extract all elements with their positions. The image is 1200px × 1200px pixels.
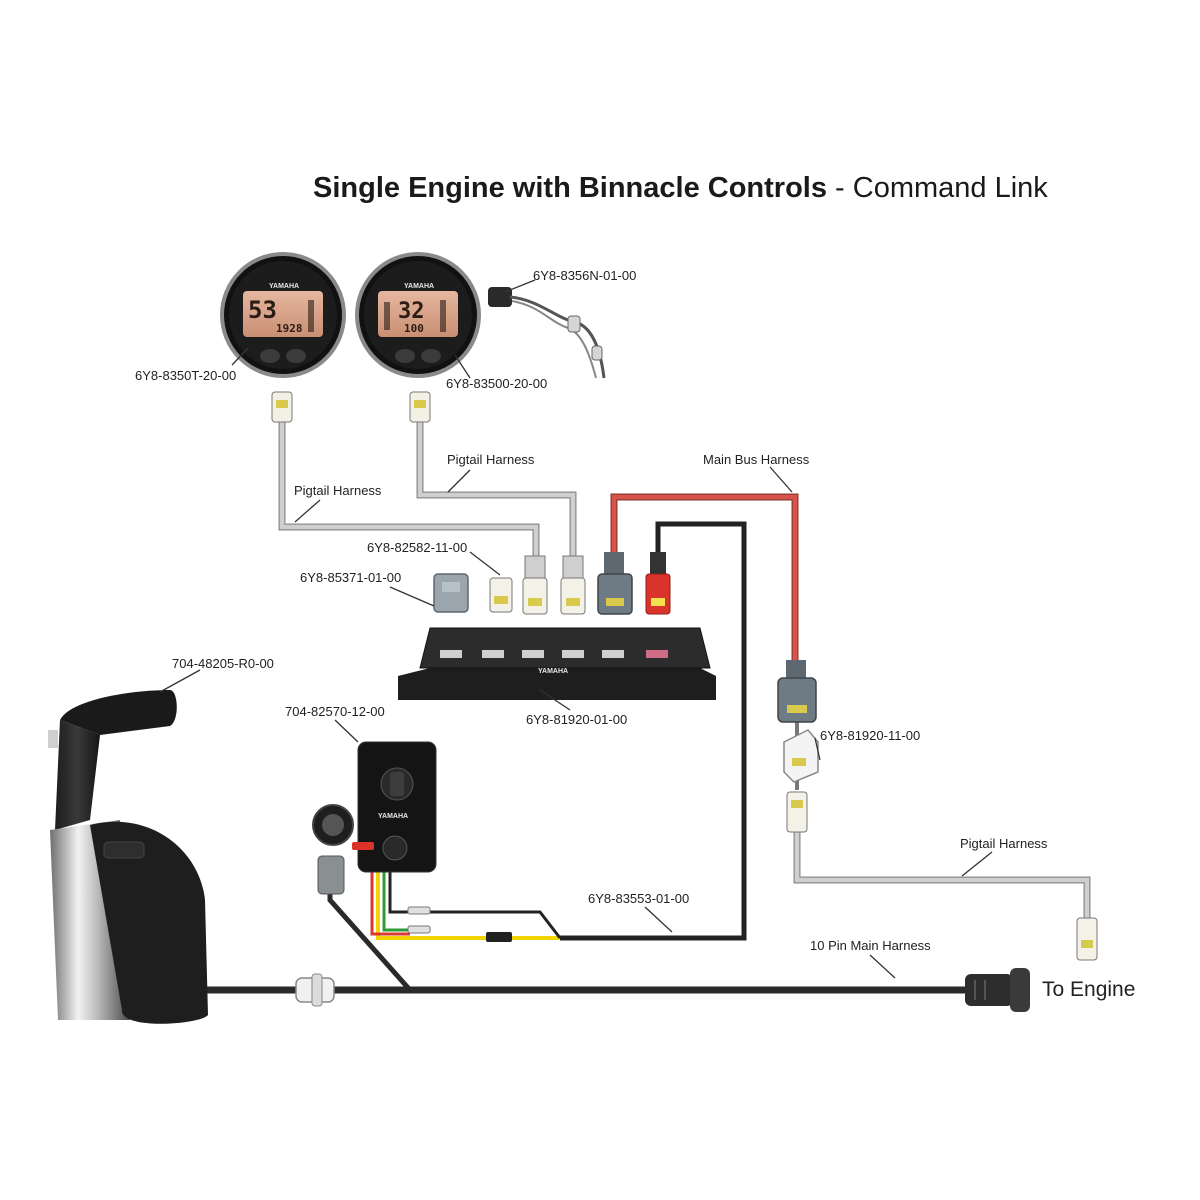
engine-pigtail-plug: [1076, 917, 1098, 961]
main-bus-harness: [610, 493, 799, 660]
gauge-button-right[interactable]: [421, 349, 441, 363]
label-gauge-left: 6Y8-8350T-20-00: [135, 368, 236, 383]
diagram-title: Single Engine with Binnacle Controls - C…: [313, 172, 1048, 204]
gauge-reading-main: 53: [248, 296, 277, 324]
gauge-button-left[interactable]: [395, 349, 415, 363]
label-hub-cap: 6Y8-82582-11-00: [367, 540, 467, 555]
label-fuel-harness: 6Y8-8356N-01-00: [533, 268, 636, 283]
hub-cap: [489, 577, 513, 613]
gauge-reading-main: 32: [398, 299, 425, 324]
label-control-lever: 704-48205-R0-00: [172, 656, 274, 671]
pigtail-harness-middle: [416, 420, 577, 556]
switch-harness-wires: [370, 872, 562, 942]
hub-plug-2: [560, 555, 586, 615]
binnacle-control-lever: [48, 690, 208, 1024]
label-to-engine: To Engine: [1042, 978, 1135, 1001]
label-hub-plug: 6Y8-85371-01-00: [300, 570, 401, 585]
gauge-reading-sub: 100: [404, 322, 424, 335]
gauge-plug-left: [271, 391, 293, 423]
pigtail-harness-left: [278, 420, 540, 556]
gauge-reading-sub: 1928: [276, 322, 303, 335]
label-main-harness: 10 Pin Main Harness: [810, 938, 931, 953]
hub-blank-plug: [433, 573, 469, 613]
label-pigtail-middle: Pigtail Harness: [447, 452, 535, 467]
stop-lanyard-clip[interactable]: [352, 842, 374, 850]
hub: YAMAHA: [398, 627, 716, 700]
label-switch-harness: 6Y8-83553-01-00: [588, 891, 689, 906]
label-gauge-right: 6Y8-83500-20-00: [446, 376, 547, 391]
terminator-cable: [560, 521, 747, 941]
fuel-harness: [488, 287, 606, 379]
hub-bus-connector: [597, 552, 633, 615]
key-switch-connector: [312, 804, 354, 895]
gauge-brand-logo: YAMAHA: [404, 283, 434, 290]
gauge-button-left[interactable]: [260, 349, 280, 363]
pigtail-harness-right: [793, 830, 1091, 920]
label-bus-connector: 6Y8-81920-11-00: [820, 728, 920, 743]
gauge-plug-middle: [409, 391, 431, 423]
engine-connector: [965, 968, 1030, 1012]
hub-brand-logo: YAMAHA: [538, 668, 568, 675]
gauge-speedometer: YAMAHA 32 100: [355, 252, 481, 378]
label-main-bus: Main Bus Harness: [703, 452, 810, 467]
key-switch-panel: YAMAHA: [352, 741, 437, 873]
label-pigtail-right: Pigtail Harness: [960, 836, 1048, 851]
label-hub: 6Y8-81920-01-00: [526, 712, 627, 727]
hub-terminator: [645, 552, 671, 615]
bus-connector: [777, 660, 817, 723]
gauge-brand-logo: YAMAHA: [269, 283, 299, 290]
bus-connector-plug: [786, 791, 808, 833]
hub-plug-1: [522, 555, 548, 615]
bus-connector-cap: [783, 729, 819, 783]
gauge-tachometer: YAMAHA 53 1928: [220, 252, 346, 378]
gauge-button-right[interactable]: [286, 349, 306, 363]
label-pigtail-left: Pigtail Harness: [294, 483, 382, 498]
main-harness-cable: [205, 973, 975, 1007]
label-key-switch: 704-82570-12-00: [285, 704, 385, 719]
key-panel-brand-logo: YAMAHA: [378, 813, 408, 820]
